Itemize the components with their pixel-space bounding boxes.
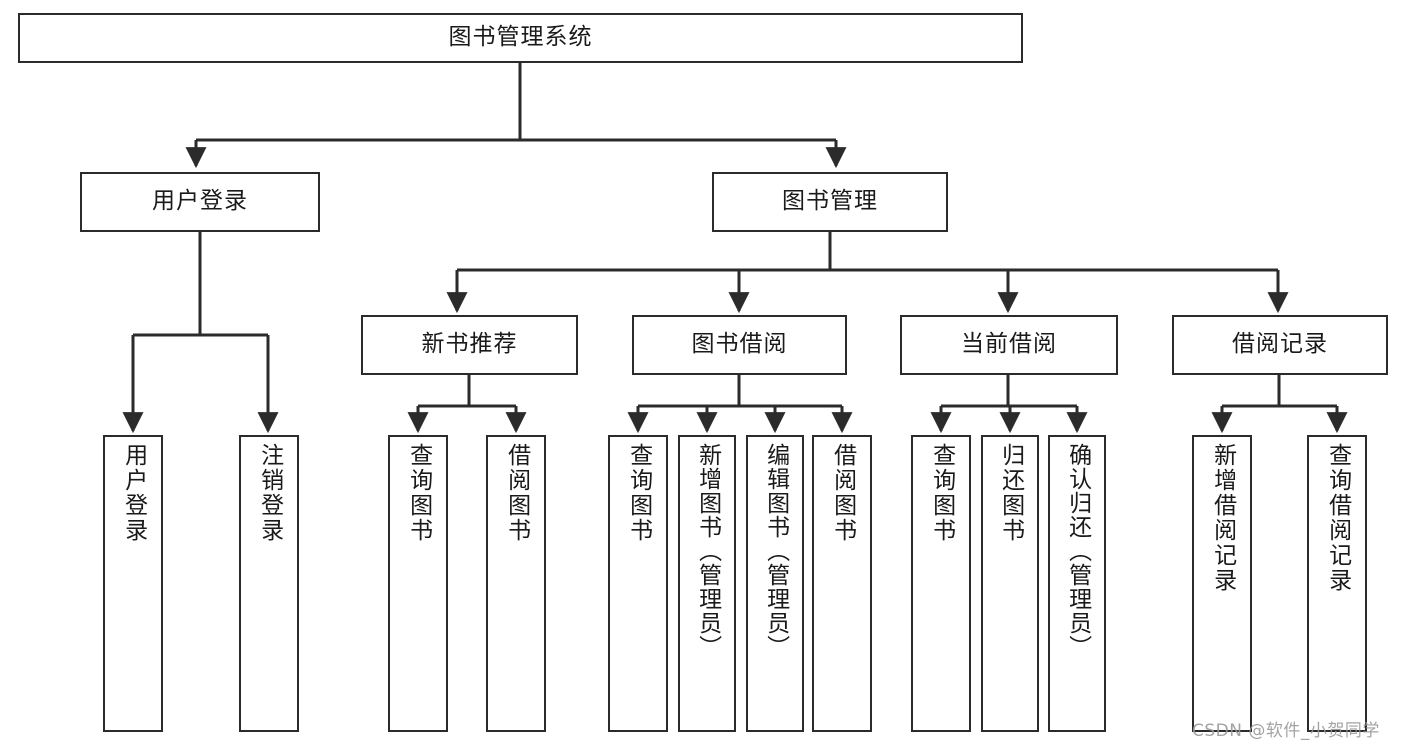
leaf-borrow-add-book-admin[interactable]: 新增图书（管理员）: [678, 435, 736, 732]
leaf-borrow-edit-book-admin[interactable]: 编辑图书（管理员）: [746, 435, 804, 732]
node-label: 新增借阅记录: [1209, 443, 1236, 593]
leaf-borrow-borrow-book[interactable]: 借阅图书: [812, 435, 872, 732]
node-label: 图书借阅: [691, 331, 788, 358]
node-label: 编辑图书（管理员）: [762, 443, 789, 659]
leaf-user-login-login[interactable]: 用户登录: [103, 435, 163, 732]
node-label: 查询借阅记录: [1324, 443, 1351, 593]
node-label: 图书管理系统: [448, 24, 593, 51]
leaf-new-book-query[interactable]: 查询图书: [388, 435, 448, 732]
node-label: 新书推荐: [421, 331, 518, 358]
node-user-login[interactable]: 用户登录: [80, 172, 320, 232]
node-new-book-recommend[interactable]: 新书推荐: [361, 315, 578, 375]
leaf-current-confirm-return-admin[interactable]: 确认归还（管理员）: [1048, 435, 1106, 732]
node-label: 确认归还（管理员）: [1064, 443, 1091, 659]
node-label: 用户登录: [152, 188, 248, 215]
node-label: 当前借阅: [961, 331, 1057, 358]
leaf-borrow-query-book[interactable]: 查询图书: [608, 435, 668, 732]
node-book-borrow[interactable]: 图书借阅: [632, 315, 847, 375]
leaf-user-login-logout[interactable]: 注销登录: [239, 435, 299, 732]
node-label: 查询图书: [928, 443, 955, 543]
node-label: 归还图书: [997, 443, 1024, 543]
node-label: 借阅记录: [1232, 331, 1328, 358]
node-label: 注销登录: [256, 443, 283, 543]
node-label: 用户登录: [120, 443, 147, 543]
node-current-borrow[interactable]: 当前借阅: [900, 315, 1118, 375]
node-label: 查询图书: [405, 443, 432, 543]
watermark-text: CSDN @软件_小贺同学: [1192, 721, 1380, 741]
node-root-system[interactable]: 图书管理系统: [18, 13, 1023, 63]
node-label: 查询图书: [625, 443, 652, 543]
node-book-management[interactable]: 图书管理: [712, 172, 948, 232]
leaf-current-query-book[interactable]: 查询图书: [911, 435, 971, 732]
node-label: 图书管理: [782, 188, 878, 215]
leaf-new-book-borrow[interactable]: 借阅图书: [486, 435, 546, 732]
leaf-current-return-book[interactable]: 归还图书: [981, 435, 1039, 732]
leaf-record-add-record[interactable]: 新增借阅记录: [1192, 435, 1252, 732]
node-label: 借阅图书: [829, 443, 856, 543]
node-borrow-record[interactable]: 借阅记录: [1172, 315, 1388, 375]
node-label: 借阅图书: [503, 443, 530, 543]
leaf-record-query-record[interactable]: 查询借阅记录: [1307, 435, 1367, 732]
node-label: 新增图书（管理员）: [694, 443, 721, 659]
